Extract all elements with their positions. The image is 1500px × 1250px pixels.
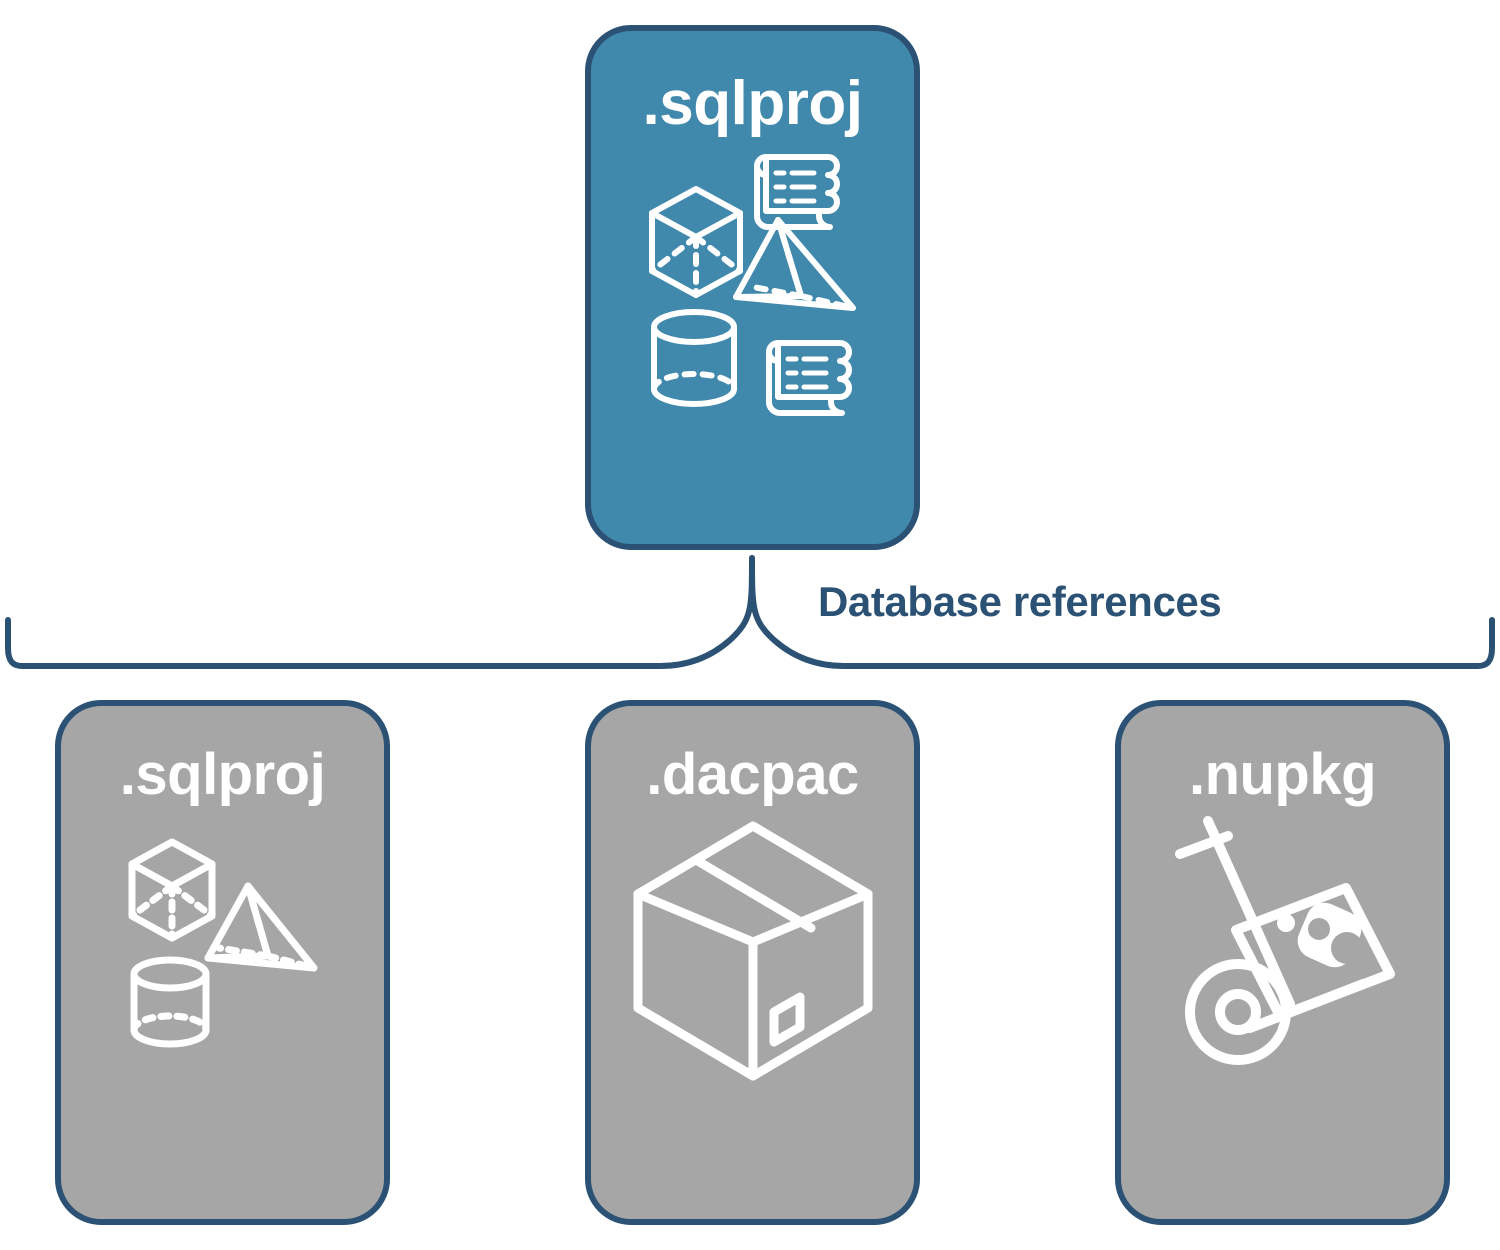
shipping-box-icon [633, 821, 872, 1081]
nuget-package-icon [1230, 883, 1395, 1021]
root-card-icon-group [638, 145, 868, 435]
leaf-nupkg-icon-group [1158, 816, 1408, 1086]
hand-truck-icon [1174, 816, 1395, 1065]
pyramid-icon [204, 882, 317, 972]
database-objects-illustration [648, 154, 856, 416]
pyramid-icon [732, 217, 856, 311]
root-card-sqlproj[interactable]: .sqlproj [585, 25, 920, 550]
script-scroll-icon [765, 340, 852, 416]
script-scroll-icon [753, 154, 840, 230]
cylinder-icon [130, 956, 209, 1048]
cylinder-icon [650, 309, 737, 407]
leaf-card-dacpac-title: .dacpac [646, 742, 859, 807]
leaf-card-nupkg[interactable]: .nupkg [1115, 700, 1450, 1225]
leaf-card-dacpac[interactable]: .dacpac [585, 700, 920, 1225]
cube-icon [128, 838, 215, 942]
leaf-card-sqlproj-title: .sqlproj [119, 742, 326, 807]
leaf-card-nupkg-title: .nupkg [1188, 742, 1377, 807]
leaf-card-sqlproj[interactable]: .sqlproj [55, 700, 390, 1225]
database-objects-illustration [128, 838, 317, 1048]
root-card-title: .sqlproj [642, 69, 863, 138]
wheel-icon [1184, 959, 1291, 1065]
leaf-dacpac-icon-group [628, 816, 878, 1086]
leaf-sqlproj-icon-group [118, 816, 328, 1066]
cube-icon [648, 186, 743, 298]
connector-label: Database references [818, 578, 1222, 625]
